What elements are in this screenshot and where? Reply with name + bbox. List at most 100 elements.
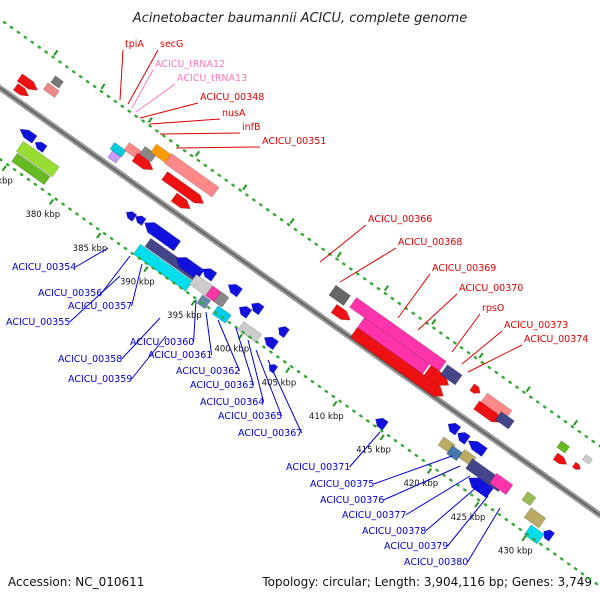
gene-shape	[213, 291, 230, 308]
gene-shape	[135, 215, 147, 226]
gene-feature	[447, 422, 462, 436]
gene-feature	[330, 304, 351, 321]
gene-shape	[543, 529, 556, 542]
backbone-core	[0, 86, 600, 517]
gene-label-reverse: ACICU_00365	[218, 411, 282, 422]
gene-label-reverse: ACICU_00360	[130, 337, 194, 348]
gene-feature	[521, 491, 537, 507]
gene-label-reverse: ACICU_00359	[68, 374, 132, 385]
outer-tick	[289, 217, 295, 224]
gene-feature	[467, 440, 488, 457]
kbp-tick	[48, 198, 55, 205]
gene-shape	[170, 192, 191, 210]
gene-shape	[16, 73, 39, 91]
gene-feature	[440, 364, 463, 386]
gene-shape	[440, 364, 463, 386]
gene-feature	[263, 336, 280, 351]
gene-shape	[133, 243, 193, 292]
gene-label-reverse: ACICU_00367	[238, 428, 302, 439]
gene-label-reverse: ACICU_00375	[310, 479, 374, 490]
leader-line	[139, 102, 199, 119]
gene-feature	[446, 445, 463, 462]
gene-feature	[161, 171, 205, 204]
gene-shape	[12, 83, 30, 97]
leader-line	[127, 49, 159, 105]
leader-line	[247, 339, 265, 403]
topology-text: Topology: circular; Length: 3,904,116 bp…	[261, 575, 592, 589]
gene-feature	[50, 75, 64, 89]
gene-label-forward: ACICU_00373	[504, 320, 568, 331]
gene-feature	[135, 215, 147, 226]
gene-shape	[131, 152, 154, 171]
gene-label-reverse: ACICU_00357	[68, 301, 132, 312]
leader-line	[205, 311, 213, 356]
gene-label-reverse: ACICU_00379	[384, 541, 448, 552]
gene-feature	[107, 150, 121, 164]
gene-feature	[42, 82, 60, 98]
kbp-label: 385 kbp	[73, 244, 108, 254]
gene-shape	[571, 461, 581, 470]
gene-feature	[349, 297, 447, 372]
gene-feature	[571, 461, 581, 470]
kbp-tick	[379, 434, 385, 441]
gene-shape	[468, 477, 494, 499]
gene-label-forward: ACICU_tRNA13	[177, 73, 247, 84]
gene-label-forward: secG	[160, 39, 183, 50]
gene-feature	[457, 432, 471, 445]
kbp-label: 380 kbp	[25, 210, 60, 220]
gene-label-forward: tpiA	[125, 39, 144, 50]
gene-shape	[330, 304, 351, 321]
gene-feature	[489, 472, 514, 496]
leader-line	[121, 317, 161, 360]
leader-line	[349, 431, 381, 468]
outer-tick	[147, 117, 153, 124]
gene-feature	[543, 529, 556, 542]
outer-tick	[383, 285, 390, 292]
gene-shape	[446, 445, 463, 462]
gene-label-forward: ACICU_00366	[368, 214, 432, 225]
kbp-tick	[332, 400, 338, 407]
gene-shape	[263, 336, 280, 351]
gene-label-forward: rpsO	[482, 303, 504, 314]
gene-feature	[133, 243, 193, 292]
outer-tick	[431, 318, 437, 325]
gene-shape	[447, 422, 462, 436]
gene-feature	[188, 273, 213, 297]
kbp-label: 410 kbp	[309, 412, 344, 422]
gene-shape	[552, 452, 568, 465]
gene-label-reverse: ACICU_00377	[342, 510, 406, 521]
gene-label-reverse: ACICU_00362	[176, 366, 240, 377]
gene-shape	[42, 82, 60, 98]
gene-feature	[16, 140, 60, 178]
gene-feature	[375, 417, 389, 431]
gene-feature	[582, 454, 593, 465]
leader-line	[267, 359, 303, 434]
gene-label-forward: ACICU_00370	[459, 283, 523, 294]
gene-label-reverse: ACICU_00378	[362, 526, 426, 537]
gene-label-forward: ACICU_00374	[524, 334, 588, 345]
gene-feature	[468, 477, 494, 499]
gene-shape	[196, 294, 212, 310]
gene-feature	[109, 142, 127, 158]
gene-shape	[375, 417, 389, 431]
gene-shape	[109, 142, 127, 158]
kbp-label: 395 kbp	[167, 311, 202, 321]
leader-line	[383, 465, 461, 501]
gene-feature	[494, 411, 515, 430]
leader-line	[417, 293, 458, 331]
gene-shape	[489, 472, 514, 496]
gene-feature	[469, 383, 481, 394]
gene-feature	[227, 284, 243, 298]
kbp-label: 400 kbp	[214, 345, 249, 355]
gene-shape	[11, 152, 51, 185]
kbp-label: 425 kbp	[451, 513, 486, 523]
gene-label-forward: infB	[242, 122, 261, 133]
gene-feature	[278, 326, 290, 339]
gene-shape	[278, 326, 290, 339]
leader-line	[373, 455, 453, 485]
accession-text: Accession: NC_010611	[8, 575, 144, 589]
gene-shape	[107, 150, 121, 164]
kbp-tick	[96, 232, 102, 239]
kbp-label: 430 kbp	[498, 547, 533, 557]
